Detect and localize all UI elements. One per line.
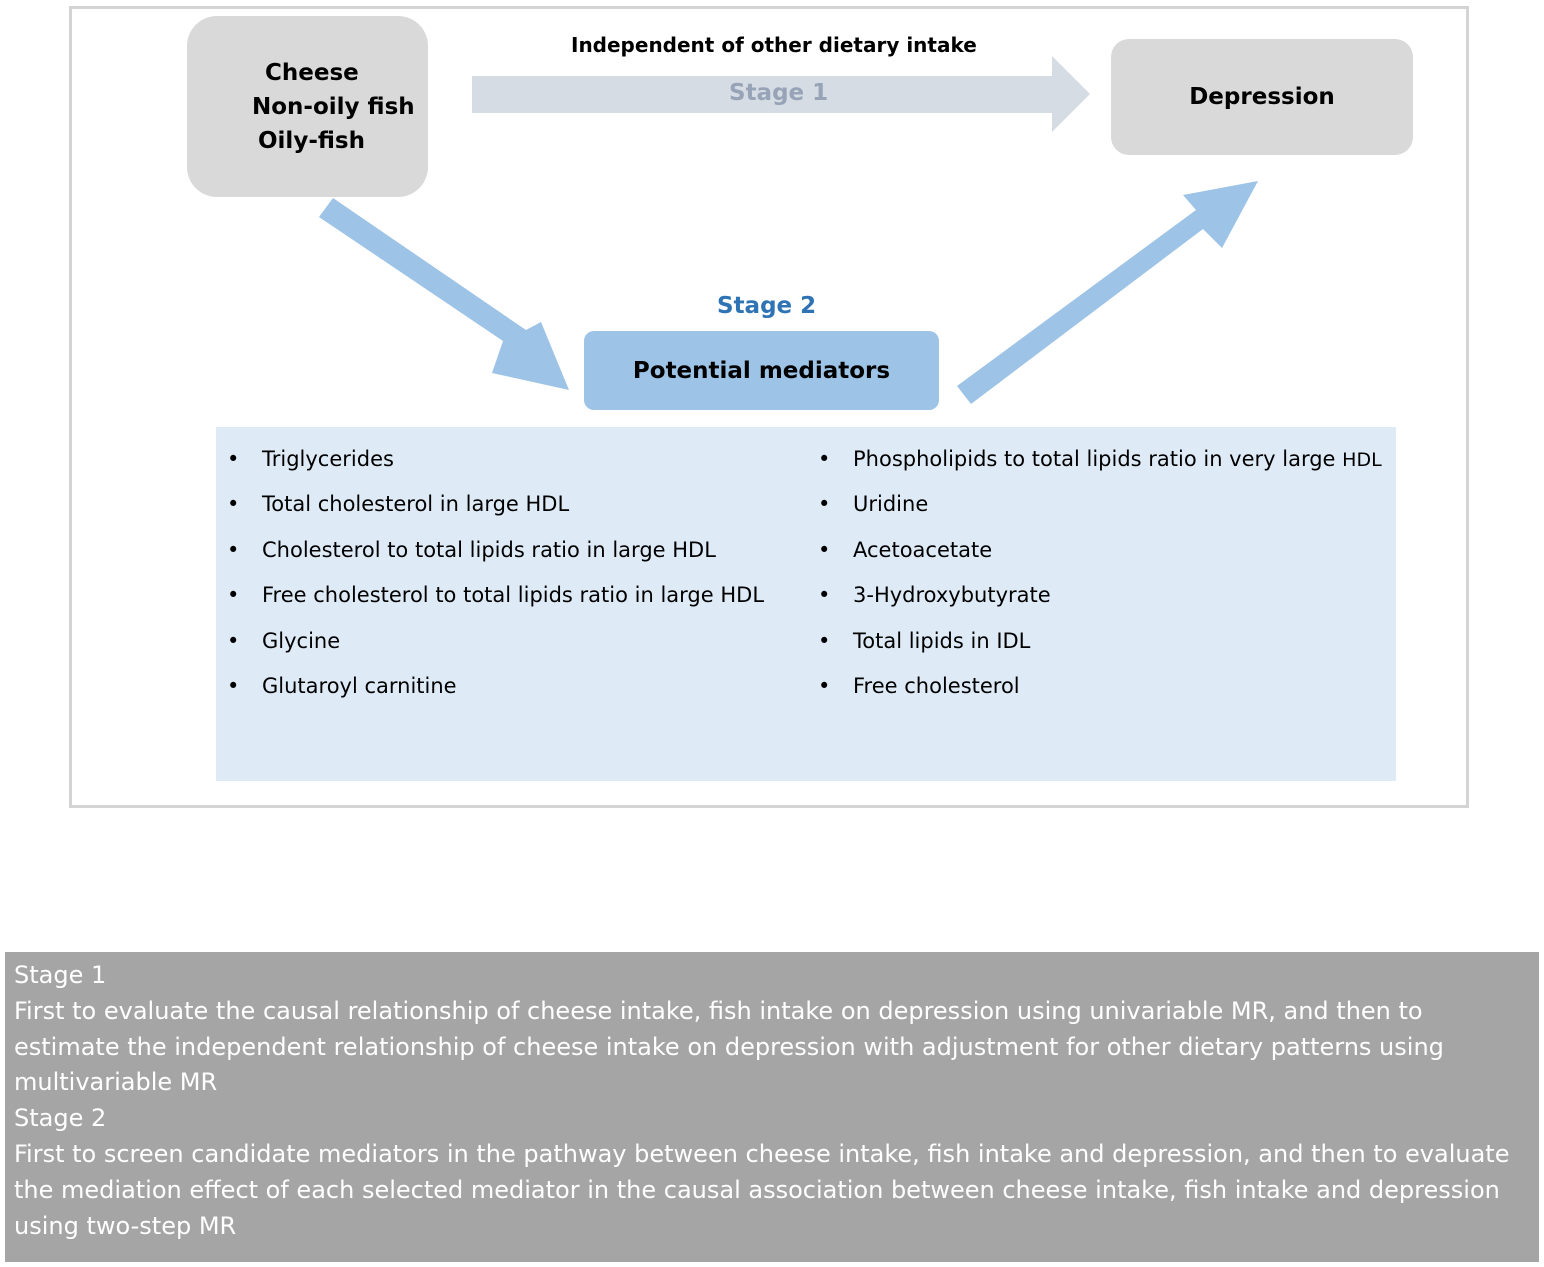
stage1-arrow [472,56,1090,132]
arrows-layer [319,56,1258,404]
stage1-note: Independent of other dietary intake [571,33,977,57]
list-item: Glutaroyl carnitine [216,671,764,716]
list-item: Glycine [216,626,764,671]
outcome-box: Depression [1111,39,1413,155]
stage1-arrow-label: Stage 1 [729,80,829,106]
exposure-to-mediator-arrow [319,198,569,390]
exposure-cheese: Cheese [265,59,359,86]
mediators-box-label: Potential mediators [632,357,891,384]
mediator-list-left: Triglycerides Total cholesterol in large… [216,444,764,716]
mediator-to-outcome-arrow [957,181,1258,404]
list-item: Free cholesterol [807,671,1382,716]
list-item: Phospholipids to total lipids ratio in v… [807,444,1382,489]
list-item: 3-Hydroxybutyrate [807,580,1382,625]
description-panel: Stage 1 First to evaluate the causal rel… [5,952,1539,1262]
list-item: Triglycerides [216,444,764,489]
list-item: Free cholesterol to total lipids ratio i… [216,580,764,625]
exposure-box: Cheese Non-oily fish Oily-fish [187,16,428,197]
stage2-title: Stage 2 [14,1104,107,1133]
mediator-list-right: Phospholipids to total lipids ratio in v… [807,444,1382,716]
mediators-box: Potential mediators [584,331,939,410]
stage1-title: Stage 1 [14,961,107,989]
list-item: Total cholesterol in large HDL [216,489,764,534]
list-item: Cholesterol to total lipids ratio in lar… [216,535,764,580]
stage1-description: First to evaluate the causal relationshi… [14,996,1444,1097]
list-item: Acetoacetate [807,535,1382,580]
exposure-oily-fish: Oily-fish [258,127,365,154]
outcome-label: Depression [1189,84,1335,110]
stage2-label: Stage 2 [717,293,817,319]
stage2-description: First to screen candidate mediators in t… [14,1139,1510,1240]
diagram-frame [69,6,1469,808]
list-item: Uridine [807,489,1382,534]
exposure-non-oily-fish: Non-oily fish [252,93,415,120]
list-item: Total lipids in IDL [807,626,1382,671]
